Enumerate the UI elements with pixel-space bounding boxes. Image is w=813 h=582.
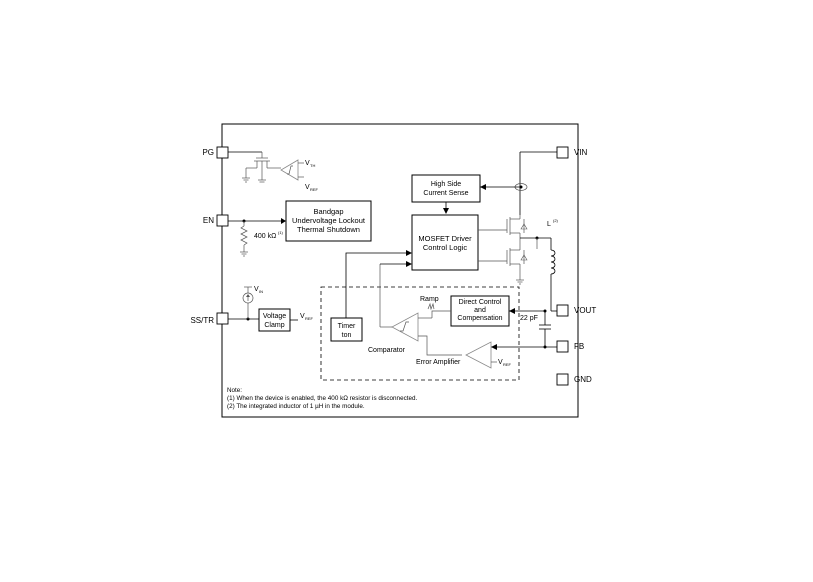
svg-text:(2) The integrated inductor of: (2) The integrated inductor of 1 µH in t…	[227, 403, 365, 410]
pin-ss-tr: SS/TR	[190, 312, 229, 325]
svg-text:Voltage: Voltage	[263, 313, 286, 320]
svg-text:Undervoltage Lockout: Undervoltage Lockout	[292, 216, 366, 225]
pin-vout: VOUT	[556, 304, 596, 317]
pin-gnd: GND	[556, 373, 592, 386]
svg-text:TH: TH	[310, 163, 315, 168]
en-input: 400 kΩ (1)	[228, 218, 286, 257]
svg-text:Ramp: Ramp	[420, 296, 439, 303]
svg-text:Error Amplifier: Error Amplifier	[416, 359, 461, 366]
svg-text:V: V	[305, 160, 310, 167]
svg-text:EN: EN	[203, 216, 214, 225]
svg-text:Timer: Timer	[338, 323, 356, 330]
pg-comparator: V TH V REF	[280, 159, 319, 192]
control-loop-region	[320, 286, 520, 381]
switch-node-inductor: L (2)	[520, 218, 559, 312]
low-side-mosfet	[478, 238, 528, 285]
capacitor-label: 22 pF	[520, 315, 538, 322]
svg-text:REF: REF	[310, 187, 319, 192]
svg-text:Direct Control: Direct Control	[459, 299, 502, 306]
svg-text:FB: FB	[574, 342, 584, 351]
svg-text:(1) When the device is enabled: (1) When the device is enabled, the 400 …	[227, 395, 417, 402]
svg-text:Comparator: Comparator	[368, 347, 406, 354]
svg-text:(1): (1)	[278, 230, 284, 235]
svg-text:VIN: VIN	[574, 148, 588, 157]
svg-text:REF: REF	[503, 362, 512, 367]
svg-text:and: and	[474, 307, 486, 314]
vin-rail	[480, 151, 557, 215]
svg-text:VOUT: VOUT	[574, 306, 596, 315]
pin-fb: FB	[556, 340, 584, 353]
inductor-label: L	[547, 221, 551, 228]
device-outline	[221, 123, 579, 418]
pin-en: EN	[203, 214, 229, 227]
pg-output-transistor	[228, 151, 281, 183]
svg-text:GND: GND	[574, 375, 592, 384]
svg-text:Thermal Shutdown: Thermal Shutdown	[297, 225, 360, 234]
svg-text:ton: ton	[342, 332, 352, 339]
vout-feedback: 22 pF	[509, 308, 551, 347]
svg-text:V: V	[498, 359, 503, 366]
svg-text:Control Logic: Control Logic	[423, 243, 467, 252]
error-amplifier: Error Amplifier V REF	[416, 341, 512, 369]
ss-tr-input: V IN	[228, 286, 263, 321]
resistor-label: 400 kΩ	[254, 233, 276, 240]
svg-text:Compensation: Compensation	[457, 315, 502, 322]
high-side-current-sense-block: High Side Current Sense	[411, 174, 481, 214]
svg-text:Note:: Note:	[227, 387, 242, 394]
fb-line	[491, 344, 557, 350]
svg-text:Clamp: Clamp	[264, 322, 284, 329]
svg-text:V: V	[300, 313, 305, 320]
pin-pg: PG	[202, 146, 229, 159]
svg-text:SS/TR: SS/TR	[190, 316, 214, 325]
svg-text:(2): (2)	[553, 218, 559, 223]
voltage-clamp-block: Voltage Clamp V REF	[258, 308, 314, 332]
svg-text:V: V	[305, 184, 310, 191]
svg-text:V: V	[254, 286, 259, 293]
pin-vin: VIN	[556, 146, 588, 159]
svg-text:Current Sense: Current Sense	[423, 190, 468, 197]
svg-text:REF: REF	[305, 316, 314, 321]
svg-text:PG: PG	[202, 148, 214, 157]
comparator-to-driver	[380, 261, 412, 267]
comparator: Comparator	[368, 264, 462, 356]
high-side-mosfet	[478, 215, 528, 238]
direct-control-block: Direct Control and Compensation	[450, 295, 510, 327]
mosfet-driver-block: MOSFET Driver Control Logic	[411, 214, 479, 271]
notes: Note: (1) When the device is enabled, th…	[227, 387, 417, 410]
svg-text:High Side: High Side	[431, 181, 461, 188]
ramp-signal: Ramp	[420, 296, 451, 316]
timer-block: Timer ton	[330, 250, 412, 342]
svg-text:IN: IN	[259, 289, 263, 294]
svg-text:Bandgap: Bandgap	[313, 207, 343, 216]
svg-text:MOSFET Driver: MOSFET Driver	[418, 234, 472, 243]
bandgap-block: Bandgap Undervoltage Lockout Thermal Shu…	[285, 200, 372, 242]
